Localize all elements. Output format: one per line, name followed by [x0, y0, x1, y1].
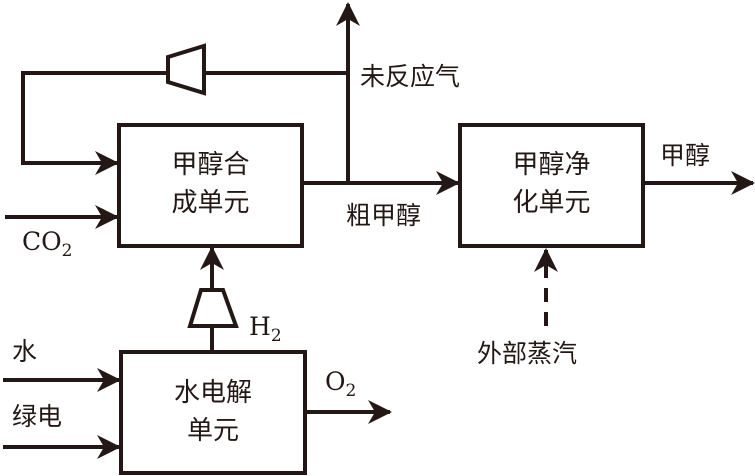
purification-unit-label: 甲醇净 化单元 — [460, 146, 643, 222]
electrolysis-unit-label-line2: 单元 — [186, 416, 239, 446]
recycle-compressor-icon — [166, 43, 206, 96]
external-steam-label: 外部蒸汽 — [477, 339, 578, 368]
h2-compressor-icon — [187, 288, 239, 328]
crude-methanol-label: 粗甲醇 — [346, 201, 422, 230]
water-label: 水 — [12, 337, 38, 366]
h2-label: H2 — [249, 313, 282, 350]
purification-unit-label-line2: 化单元 — [512, 188, 591, 218]
electrolysis-unit-label: 水电解 单元 — [121, 374, 305, 450]
h2-label-base: H — [249, 312, 271, 341]
synthesis-unit-label-line2: 成单元 — [171, 188, 250, 218]
green-power-label: 绿电 — [12, 402, 63, 431]
co2-label: CO2 — [22, 228, 72, 265]
recycle-line — [21, 71, 348, 163]
methanol-product-label: 甲醇 — [660, 141, 711, 170]
unreacted-gas-label: 未反应气 — [360, 62, 461, 91]
synthesis-unit-label-line1: 甲醇合 — [171, 150, 250, 180]
o2-label-base: O — [325, 367, 346, 396]
h2-label-subscript: 2 — [270, 326, 282, 346]
electrolysis-unit-label-line1: 水电解 — [173, 378, 252, 408]
co2-label-base: CO — [22, 227, 62, 256]
co2-label-subscript: 2 — [61, 241, 73, 261]
purification-unit-label-line1: 甲醇净 — [512, 150, 591, 180]
o2-label: O2 — [325, 368, 356, 405]
purification-unit-box — [458, 123, 645, 248]
o2-label-subscript: 2 — [345, 381, 357, 401]
synthesis-unit-label: 甲醇合 成单元 — [119, 146, 302, 222]
